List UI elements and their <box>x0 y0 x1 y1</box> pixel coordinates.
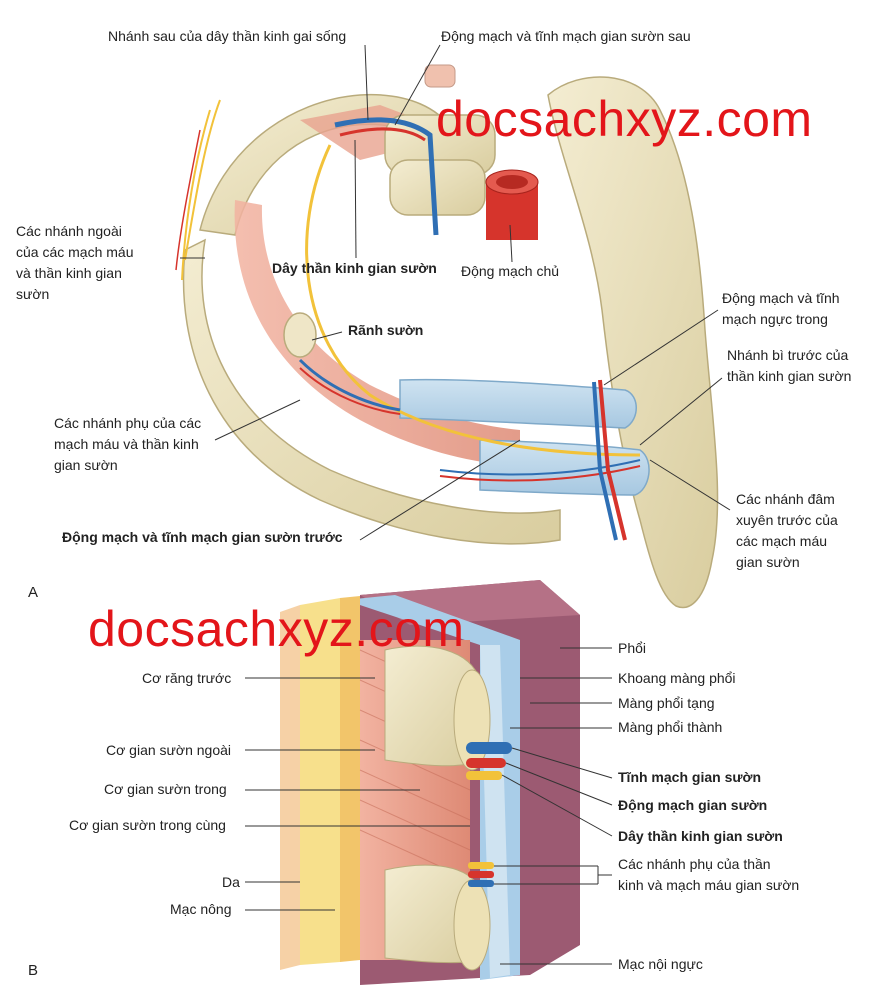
label-parietal-pleura: Màng phổi thành <box>618 719 723 735</box>
superficial-fascia-layer <box>300 598 340 965</box>
skin-layer <box>280 605 300 970</box>
posterior-intercostal-artery <box>339 127 426 142</box>
label-posterior-vessels: Động mạch và tĩnh mạch gian sườn sau <box>441 28 691 44</box>
label-anterior-vessels: Động mạch và tĩnh mạch gian sườn trước <box>62 529 343 545</box>
panel-a-drawing <box>175 44 731 609</box>
label-innermost-intercostal: Cơ gian sườn trong cùng <box>69 817 226 833</box>
label-intercostal-artery: Động mạch gian sườn <box>618 797 768 813</box>
intercostal-artery-b <box>466 758 506 768</box>
label-lung: Phổi <box>618 640 647 656</box>
rib-cut-end <box>283 312 317 358</box>
label-endothoracic-fascia: Mạc nội ngực <box>618 956 703 972</box>
label-internal-intercostal: Cơ gian sườn trong <box>104 781 227 797</box>
main-rib <box>182 238 561 545</box>
sternum <box>547 76 719 609</box>
label-pleural-cavity: Khoang màng phổi <box>618 670 736 686</box>
label-serratus-anterior: Cơ răng trước <box>142 670 232 686</box>
watermark-top: docsachxyz.com <box>436 91 813 147</box>
label-visceral-pleura: Màng phổi tạng <box>618 695 715 711</box>
aorta <box>485 169 539 240</box>
label-posterior-branch: Nhánh sau của dây thần kinh gai sống <box>108 28 347 44</box>
label-intercostal-nerve-b: Dây thần kinh gian sườn <box>618 828 783 844</box>
panel-b-drawing <box>245 580 613 985</box>
label-intercostal-nerve-a: Dây thần kinh gian sườn <box>272 260 437 276</box>
label-intercostal-vein: Tĩnh mạch gian sườn <box>618 769 761 785</box>
label-costal-groove: Rãnh sườn <box>348 322 424 338</box>
label-external-intercostal: Cơ gian sườn ngoài <box>106 742 232 758</box>
costal-cartilage <box>399 378 637 429</box>
intercostal-vein-b <box>466 742 512 754</box>
label-skin: Da <box>222 874 240 890</box>
intercostal-nerve-b <box>466 771 502 780</box>
intercostal-nerve-a <box>305 144 641 457</box>
label-superficial-fascia: Mạc nông <box>170 901 232 917</box>
vertebra <box>384 64 496 216</box>
label-aorta: Động mạch chủ <box>461 263 560 279</box>
watermark-bottom: docsachxyz.com <box>88 601 465 657</box>
internal-thoracic-artery <box>598 379 627 541</box>
panel-b-letter: B <box>28 962 39 979</box>
posterior-intercostal-vein <box>334 117 439 236</box>
panel-a-letter: A <box>28 584 39 601</box>
internal-thoracic-vein <box>592 381 618 541</box>
